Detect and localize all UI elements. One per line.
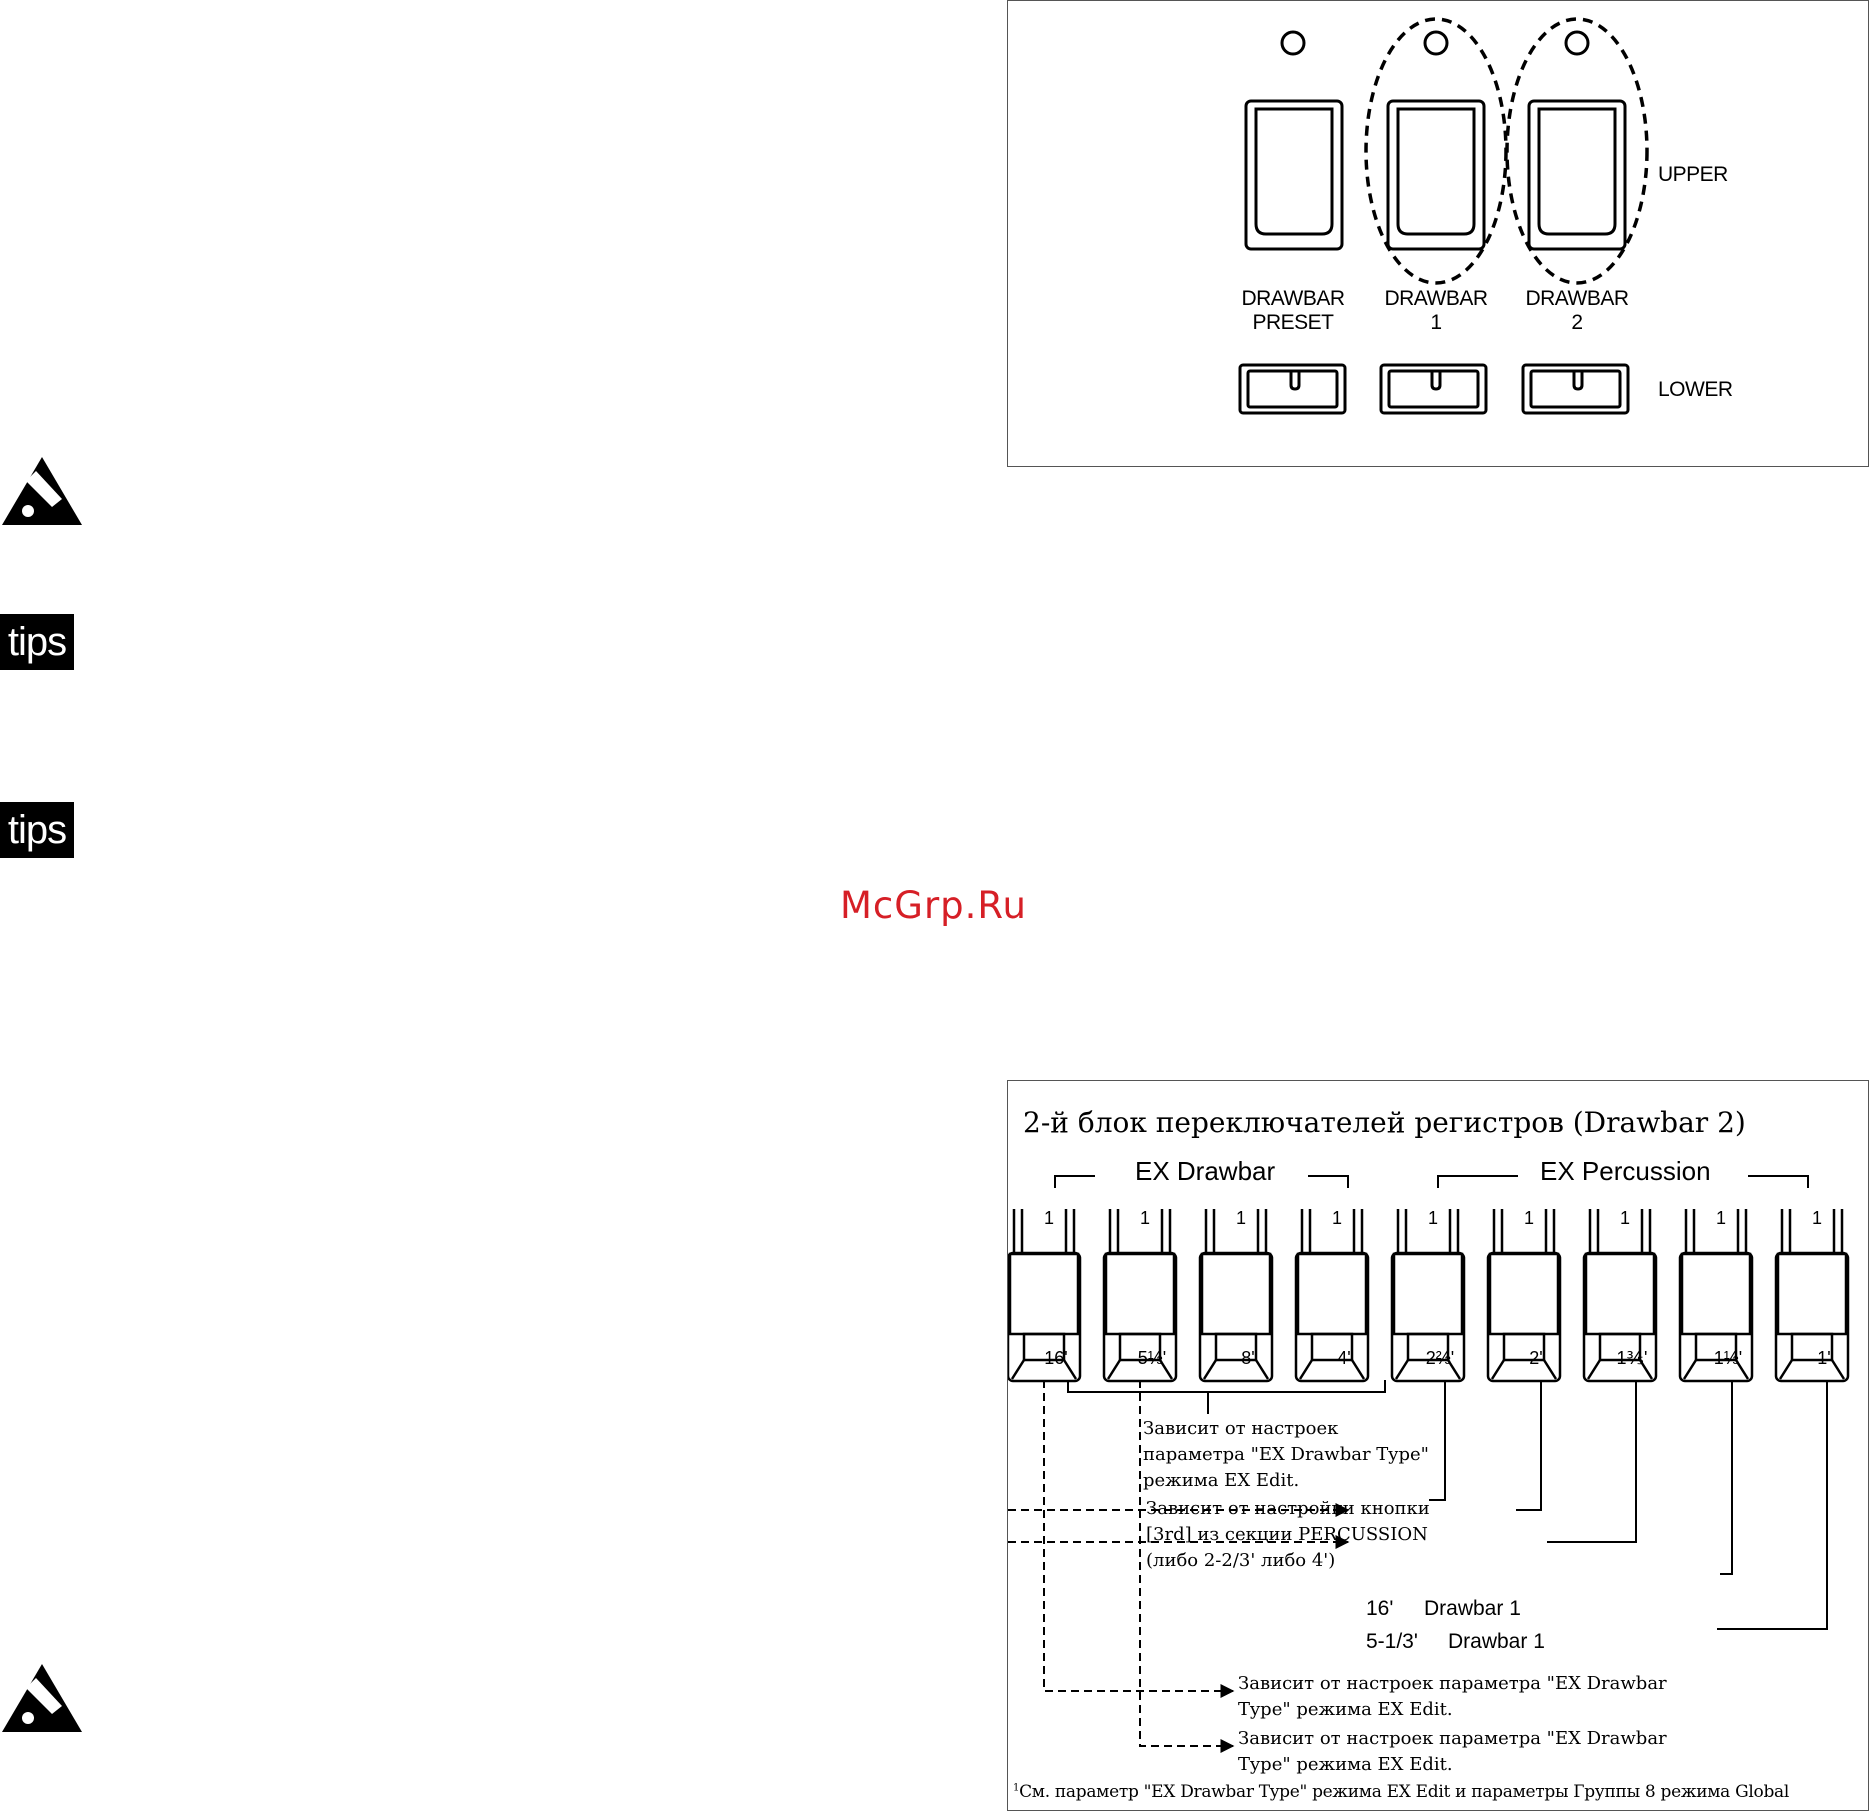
footage-1: 1' [1817,1348,1831,1368]
label-drawbar-1: DRAWBAR 1 [1384,287,1488,334]
top-marker: 1 [1517,1208,1541,1229]
footage-5-1-3: 5⅓' [1137,1348,1167,1368]
drawbar-buttons-diagram [1238,17,1649,415]
footage-2: 2' [1529,1348,1543,1368]
figure-title: 2-й блок переключателей регистров (Drawb… [1023,1106,1746,1139]
drawbar-tab [1774,1209,1850,1383]
ex-percussion-bracket-left [1437,1175,1518,1188]
leader-2 [1516,1380,1542,1511]
drawbar-tab [1678,1209,1754,1383]
target-5-1-3-source: Drawbar 1 [1448,1630,1545,1653]
group-ex-percussion: EX Percussion [1530,1156,1721,1187]
target-16: 16' [1366,1597,1394,1620]
upper-drawbar-1-button-outer [1386,99,1486,251]
upper-drawbar-2-button-face [1537,107,1617,236]
top-marker: 1 [1709,1208,1733,1229]
drawbar-buttons-figure: DRAWBAR PRESET DRAWBAR 1 DRAWBAR 2 UPPER… [1007,0,1869,467]
lower-preset-button [1238,363,1347,415]
label-lower: LOWER [1658,378,1733,401]
ex-drawbar-bracket-right [1308,1175,1349,1188]
top-marker: 1 [1325,1208,1349,1229]
upper-preset-button-face [1254,107,1334,236]
tips-icon: tips [0,614,74,670]
group-ex-drawbar: EX Drawbar [1125,1156,1286,1187]
note-percussion-3rd: Зависит от настройки кнопки [3rd] из сек… [1146,1498,1430,1571]
footage-16: 16' [1044,1348,1068,1368]
footage-8: 8' [1241,1348,1255,1368]
top-marker: 1 [1229,1208,1253,1229]
top-marker: 1 [1613,1208,1637,1229]
note-513-ex-drawbar-type: Зависит от настроек параметра "EX Drawba… [1238,1728,1667,1775]
footage-1-3-5: 1⅗' [1616,1348,1648,1368]
lower-drawbar-2-button [1521,363,1630,415]
note-ex-drawbar-type: Зависит от настроек параметра "EX Drawba… [1143,1418,1429,1491]
footage-4: 4' [1337,1348,1351,1368]
led-drawbar-1 [1423,30,1449,56]
figure-footnote: 1См. параметр "EX Drawbar Type" режима E… [1013,1782,1790,1802]
leader-1 [1717,1380,1828,1630]
target-16-source: Drawbar 1 [1424,1597,1521,1620]
led-drawbar-2 [1564,30,1590,56]
upper-preset-button-outer [1244,99,1344,251]
top-marker: 1 [1037,1208,1061,1229]
label-drawbar-2: DRAWBAR 2 [1525,287,1629,334]
top-marker: 1 [1421,1208,1445,1229]
leader-135 [1547,1380,1637,1543]
tips-icon: tips [0,802,74,858]
upper-drawbar-1-button-face [1396,107,1476,236]
note-16-ex-drawbar-type: Зависит от настроек параметра "EX Drawba… [1238,1673,1667,1720]
led-preset [1280,30,1306,56]
footage-2-2-3: 2⅔' [1425,1348,1455,1368]
ex-drawbar-bracket-left [1054,1175,1095,1188]
drawbar-tab [1198,1209,1274,1383]
highlight-drawbar-2 [1505,17,1649,285]
target-5-1-3: 5-1/3' [1366,1630,1418,1653]
drawbar-tab [1294,1209,1370,1383]
top-marker: 1 [1133,1208,1157,1229]
label-upper: UPPER [1658,163,1728,186]
top-marker: 1 [1805,1208,1829,1229]
footage-1-1-3: 1⅓' [1713,1348,1743,1368]
drawbar-2-diagram [1008,1175,1850,1753]
leader-223 [1429,1380,1446,1501]
ex-percussion-bracket-right [1748,1175,1809,1188]
warning-icon [2,457,82,525]
label-drawbar-preset: DRAWBAR PRESET [1241,287,1345,334]
ex-drawbar-brace [1067,1380,1386,1393]
route-513-to-note [1139,1380,1235,1753]
warning-icon [2,1664,82,1732]
drawbar-tab [1390,1209,1466,1383]
leader-113 [1720,1380,1733,1575]
lower-drawbar-1-button [1379,363,1488,415]
drawbar-tab [1486,1209,1562,1383]
upper-drawbar-2-button-outer [1527,99,1627,251]
route-16-to-note [1043,1380,1235,1698]
drawbar-2-figure: 2-й блок переключателей регистров (Drawb… [1007,1080,1869,1811]
watermark: McGrp.Ru [840,884,1027,927]
drawbar-tab [1582,1209,1658,1383]
